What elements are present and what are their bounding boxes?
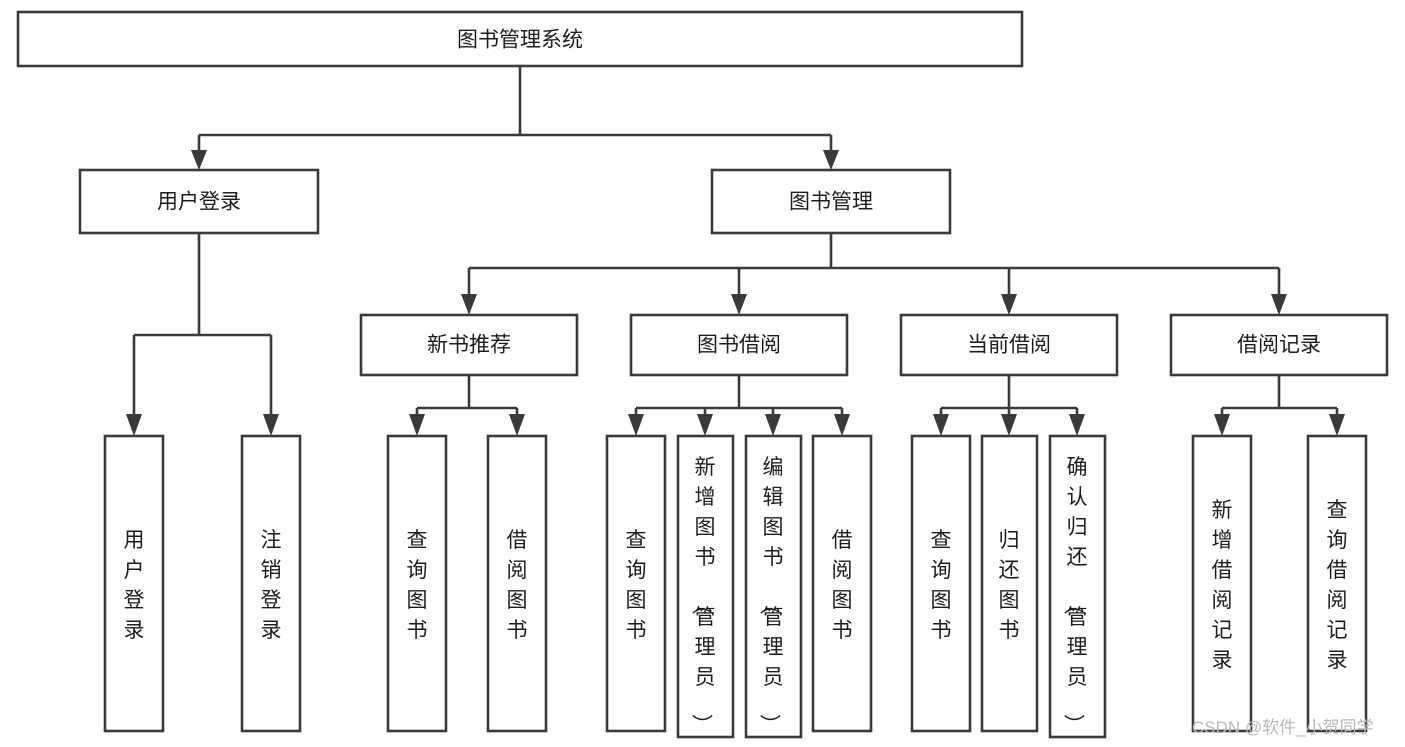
node-leaf-logout-login[interactable]: 注销登录	[240, 434, 302, 733]
node-root[interactable]: 图书管理系统	[16, 10, 1024, 68]
arrow-head-book-management	[823, 150, 839, 170]
node-leaf-add-borrow-record-label: 新增借阅记录	[1212, 499, 1233, 672]
node-leaf-user-login-box[interactable]	[103, 434, 165, 733]
node-leaf-confirm-return-admin-box[interactable]	[1048, 434, 1107, 739]
node-current-borrow-box[interactable]	[899, 313, 1119, 377]
arrow-head-leaf-edit-book-admin	[765, 414, 781, 436]
arrow-head-leaf-query-book-recommend	[409, 414, 425, 436]
arrow-head-leaf-query-borrow-record	[1329, 414, 1345, 436]
node-current-borrow-label: 当前借阅	[967, 334, 1051, 357]
arrow-head-leaf-query-book-borrow	[628, 414, 644, 436]
node-leaf-query-borrow-record-label: 查询借阅记录	[1327, 499, 1348, 672]
node-borrow-record-label: 借阅记录	[1237, 334, 1321, 357]
node-current-borrow[interactable]: 当前借阅	[899, 313, 1119, 377]
node-leaf-query-book-recommend[interactable]: 查询图书	[386, 434, 448, 733]
arrow-head-leaf-logout-login	[263, 414, 279, 436]
node-leaf-edit-book-admin-label: 编辑图书（管理员）	[758, 456, 784, 735]
arrow-head-leaf-return-book	[1001, 414, 1017, 436]
arrow-head-book-borrow	[731, 294, 747, 315]
node-leaf-borrow-book-recommend-box[interactable]	[486, 434, 548, 733]
node-book-borrow[interactable]: 图书借阅	[629, 313, 849, 377]
node-user-login-label: 用户登录	[157, 191, 241, 214]
arrow-head-user-login	[191, 150, 207, 170]
arrow-head-new-book-recommend	[461, 294, 477, 315]
node-leaf-add-borrow-record[interactable]: 新增借阅记录	[1191, 434, 1253, 733]
node-leaf-add-book-admin[interactable]: 新增图书（管理员）	[676, 434, 735, 739]
node-leaf-user-login[interactable]: 用户登录	[103, 434, 165, 733]
node-new-book-recommend[interactable]: 新书推荐	[359, 313, 579, 377]
node-leaf-edit-book-admin[interactable]: 编辑图书（管理员）	[744, 434, 803, 739]
node-leaf-borrow-book-recommend-label: 借阅图书	[507, 529, 528, 642]
node-leaf-borrow-book[interactable]: 借阅图书	[811, 434, 873, 733]
arrow-head-leaf-borrow-book	[834, 414, 850, 436]
node-borrow-record-box[interactable]	[1169, 313, 1389, 377]
node-root-box[interactable]	[16, 10, 1024, 68]
connector-layer	[126, 66, 1345, 436]
node-leaf-return-book-label: 归还图书	[999, 529, 1020, 642]
arrow-head-leaf-add-borrow-record	[1214, 414, 1230, 436]
node-leaf-confirm-return-admin[interactable]: 确认归还（管理员）	[1048, 434, 1107, 739]
node-borrow-record[interactable]: 借阅记录	[1169, 313, 1389, 377]
node-new-book-recommend-box[interactable]	[359, 313, 579, 377]
node-leaf-return-book[interactable]: 归还图书	[980, 434, 1039, 733]
node-leaf-logout-login-label: 注销登录	[261, 529, 282, 642]
node-leaf-query-borrow-record[interactable]: 查询借阅记录	[1306, 434, 1368, 733]
node-leaf-query-book-current-label: 查询图书	[931, 529, 952, 642]
node-leaf-add-book-admin-label: 新增图书（管理员）	[690, 456, 716, 735]
node-book-management-label: 图书管理	[789, 191, 873, 214]
node-book-management[interactable]: 图书管理	[710, 168, 952, 235]
node-leaf-borrow-book-label: 借阅图书	[832, 529, 853, 642]
node-user-login[interactable]: 用户登录	[78, 168, 320, 235]
node-leaf-confirm-return-admin-label: 确认归还（管理员）	[1062, 456, 1088, 735]
node-leaf-query-book-borrow-label: 查询图书	[626, 529, 647, 642]
node-leaf-return-book-box[interactable]	[980, 434, 1039, 733]
node-book-borrow-label: 图书借阅	[697, 334, 781, 357]
node-leaf-borrow-book-box[interactable]	[811, 434, 873, 733]
arrow-head-leaf-add-book-admin	[697, 414, 713, 436]
csdn-watermark: CSDN @软件_小贺同学	[1192, 718, 1374, 737]
arrow-head-leaf-user-login	[126, 414, 142, 436]
arrow-head-leaf-query-book-current	[933, 414, 949, 436]
node-leaf-add-borrow-record-box[interactable]	[1191, 434, 1253, 733]
node-user-login-box[interactable]	[78, 168, 320, 235]
node-leaf-logout-login-box[interactable]	[240, 434, 302, 733]
node-leaf-borrow-book-recommend[interactable]: 借阅图书	[486, 434, 548, 733]
node-leaf-query-book-recommend-label: 查询图书	[407, 529, 428, 642]
node-leaf-user-login-label: 用户登录	[124, 529, 145, 642]
node-root-label: 图书管理系统	[457, 29, 583, 52]
node-leaf-edit-book-admin-box[interactable]	[744, 434, 803, 739]
node-new-book-recommend-label: 新书推荐	[427, 334, 511, 357]
node-leaf-query-book-borrow[interactable]: 查询图书	[605, 434, 667, 733]
node-leaf-query-book-current[interactable]: 查询图书	[910, 434, 972, 733]
node-book-borrow-box[interactable]	[629, 313, 849, 377]
node-leaf-query-book-current-box[interactable]	[910, 434, 972, 733]
arrow-head-leaf-borrow-book-recommend	[509, 414, 525, 436]
node-leaf-query-book-recommend-box[interactable]	[386, 434, 448, 733]
arrow-head-borrow-record	[1271, 294, 1287, 315]
node-book-management-box[interactable]	[710, 168, 952, 235]
node-leaf-query-borrow-record-box[interactable]	[1306, 434, 1368, 733]
arrow-head-leaf-confirm-return-admin	[1069, 414, 1085, 436]
node-leaf-query-book-borrow-box[interactable]	[605, 434, 667, 733]
node-leaf-add-book-admin-box[interactable]	[676, 434, 735, 739]
arrow-head-current-borrow	[1001, 294, 1017, 315]
